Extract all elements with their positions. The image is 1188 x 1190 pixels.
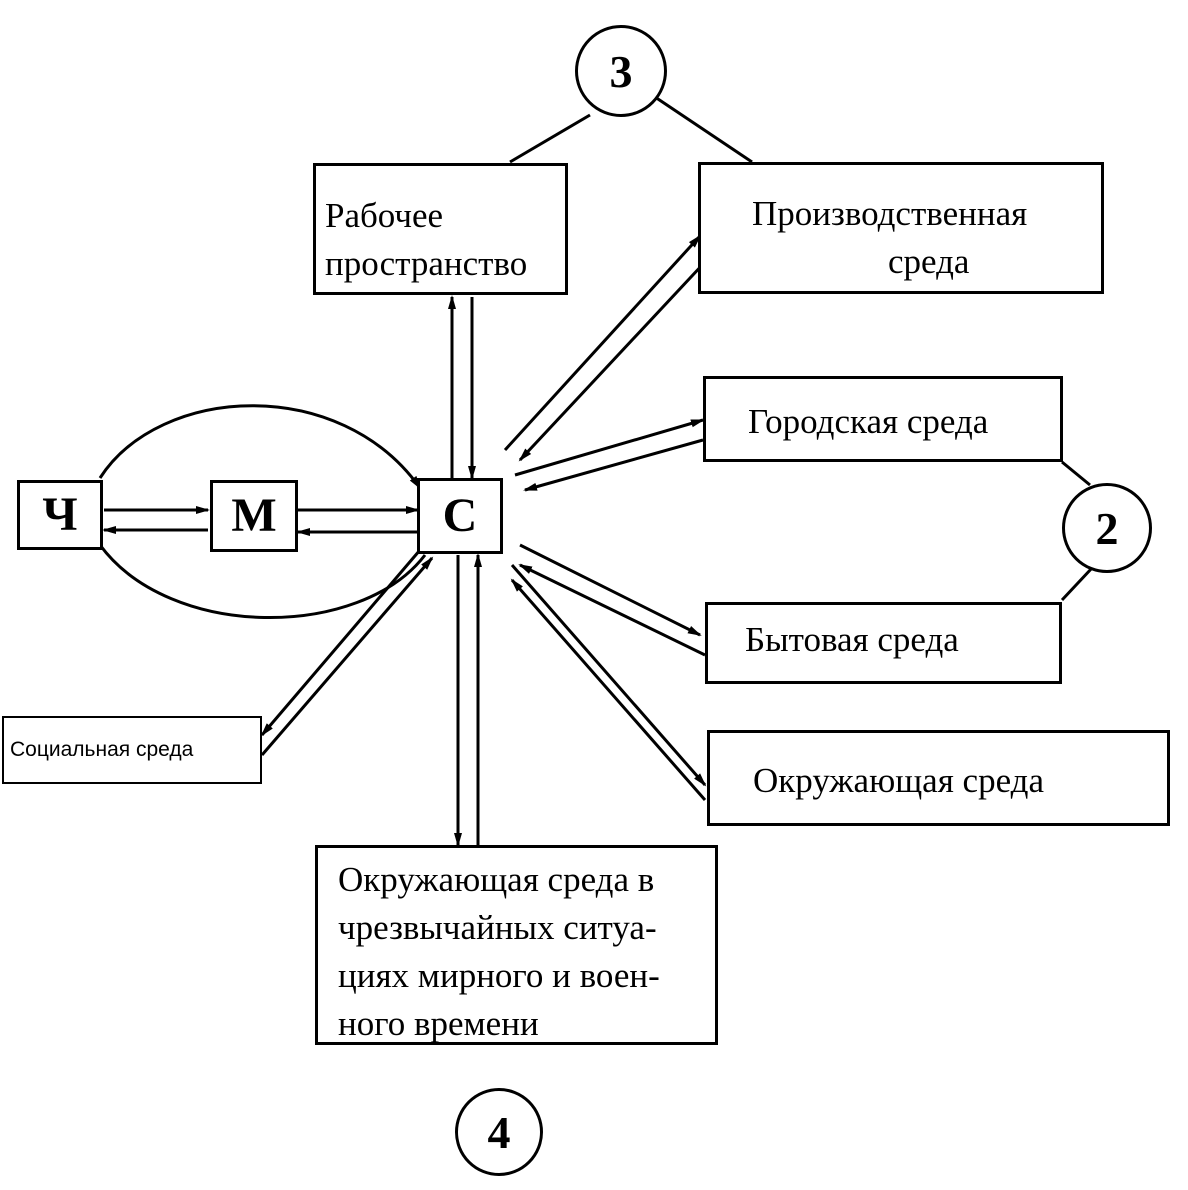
c-box — [417, 478, 503, 554]
m-label: М — [231, 489, 277, 542]
ch-box — [17, 480, 103, 550]
work-space-line1: Рабочее — [325, 196, 444, 235]
social-env-box — [2, 716, 262, 784]
emergency-env-line4: ного времени — [338, 1004, 539, 1043]
environment-label: Окружающая среда — [753, 761, 1045, 800]
marker-4: 4 — [455, 1088, 543, 1176]
production-env-line2: среда — [888, 242, 970, 281]
domestic-env-box — [705, 602, 1062, 684]
m-box — [210, 480, 298, 552]
emergency-env-line1: Окружающая среда в — [338, 860, 655, 899]
ch-label: Ч — [42, 488, 78, 541]
work-space-line2: пространство — [325, 244, 528, 283]
urban-env-label: Городская среда — [748, 402, 989, 441]
social-env-label: Социальная среда — [10, 738, 194, 761]
urban-env-box — [703, 376, 1063, 462]
production-env-line1: Производственная — [752, 194, 1028, 233]
lower-arc — [98, 544, 427, 620]
marker-2: 2 — [1062, 483, 1152, 573]
c-label: С — [442, 489, 478, 542]
domestic-env-label: Бытовая среда — [745, 620, 959, 659]
emergency-env-line3: циях мирного и воен- — [338, 956, 660, 995]
emergency-env-line2: чрезвычайных ситуа- — [338, 908, 657, 947]
environment-box — [707, 730, 1170, 826]
marker-3: 3 — [575, 25, 667, 117]
upper-arc — [98, 404, 422, 490]
emergency-env-box — [315, 845, 718, 1045]
work-space-box — [313, 163, 568, 295]
production-env-box — [698, 162, 1104, 294]
